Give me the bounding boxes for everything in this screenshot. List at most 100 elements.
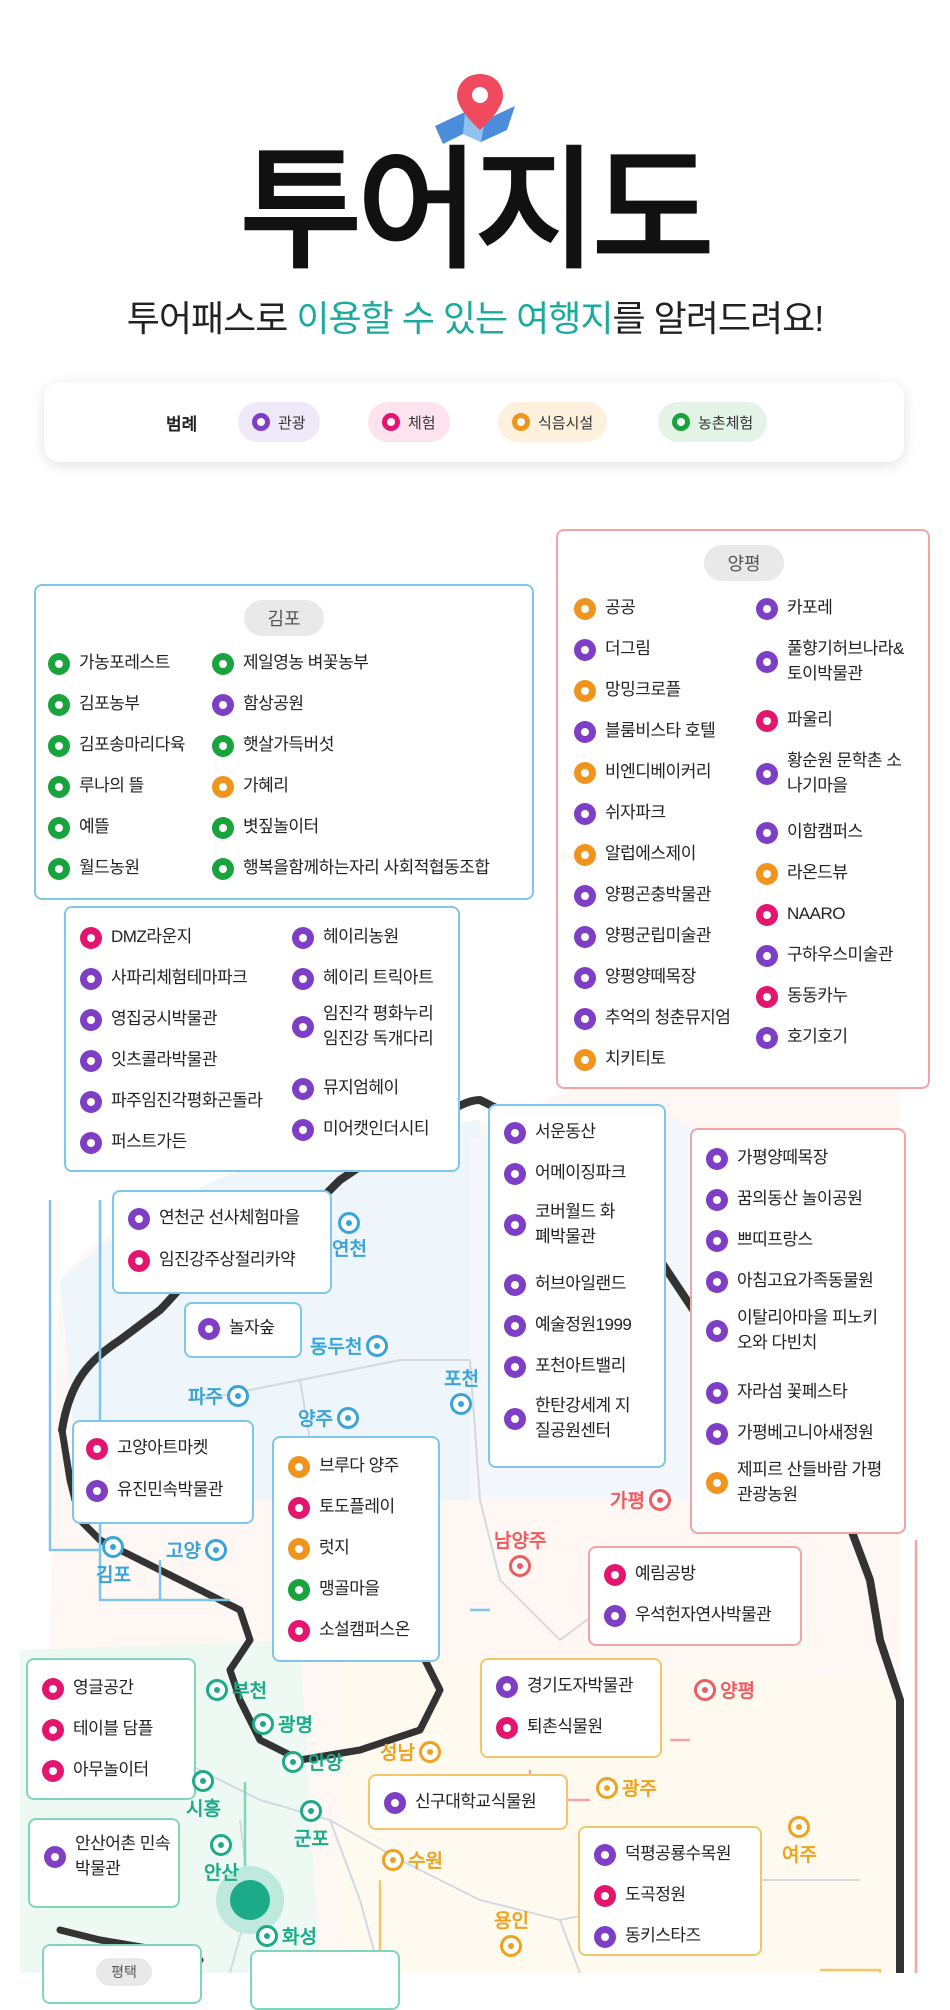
list-item[interactable]: 브루다 양주 xyxy=(288,1454,399,1479)
place-label-paju[interactable]: 파주 xyxy=(188,1382,249,1409)
place-label-yangju[interactable]: 양주 xyxy=(298,1404,359,1431)
list-item[interactable]: 햇살가득버섯 xyxy=(212,733,334,758)
list-item[interactable]: 신구대학교식물원 xyxy=(384,1790,537,1815)
list-item[interactable]: 예림공방 xyxy=(604,1562,696,1587)
list-item[interactable]: 양평군립미술관 xyxy=(574,924,711,949)
list-item[interactable]: 우석헌자연사박물관 xyxy=(604,1603,772,1628)
list-item[interactable]: 쉬자파크 xyxy=(574,801,666,826)
list-item[interactable]: 동키스타즈 xyxy=(594,1924,701,1949)
list-item[interactable]: 영집궁시박물관 xyxy=(80,1007,217,1032)
list-item[interactable]: 망밍크로플 xyxy=(574,678,681,703)
place-label-dongducheon[interactable]: 동두천 xyxy=(310,1332,389,1359)
list-item[interactable]: 사파리체험테마파크 xyxy=(80,966,248,991)
list-item[interactable]: 어메이징파크 xyxy=(504,1161,626,1186)
list-item[interactable]: 황순원 문학촌 소나기마을 xyxy=(756,749,912,798)
list-item[interactable]: 안산어촌 민속박물관 xyxy=(44,1832,172,1881)
list-item[interactable]: 놀자숲 xyxy=(198,1316,275,1341)
place-label-ansan[interactable]: 안산 xyxy=(204,1834,239,1885)
list-item[interactable]: 뮤지엄헤이 xyxy=(292,1076,399,1101)
list-item[interactable]: 서운동산 xyxy=(504,1120,596,1145)
list-item[interactable]: 임진각 평화누리 임진강 독개다리 xyxy=(292,1002,446,1051)
list-item[interactable]: 토도플레이 xyxy=(288,1495,395,1520)
list-item[interactable]: 아침고요가족동물원 xyxy=(706,1269,874,1294)
list-item[interactable]: 고양아트마켓 xyxy=(86,1436,208,1461)
list-item[interactable]: 양평곤충박물관 xyxy=(574,883,711,908)
list-item[interactable]: 가평베고니아새정원 xyxy=(706,1421,874,1446)
list-item[interactable]: 가평양떼목장 xyxy=(706,1146,828,1171)
place-label-yangpyeong[interactable]: 양평 xyxy=(694,1676,755,1703)
place-label-namyangju[interactable]: 남양주 xyxy=(494,1526,546,1577)
place-label-siheung[interactable]: 시흥 xyxy=(186,1770,221,1821)
list-item[interactable]: 볏짚놀이터 xyxy=(212,815,319,840)
list-item[interactable]: 영글공간 xyxy=(42,1676,134,1701)
list-item[interactable]: 잇츠콜라박물관 xyxy=(80,1048,217,1073)
list-item[interactable]: 공공 xyxy=(574,596,636,621)
list-item[interactable]: 쁘띠프랑스 xyxy=(706,1228,813,1253)
place-label-gimpo[interactable]: 김포 xyxy=(96,1536,131,1587)
list-item[interactable]: 코버월드 화폐박물관 xyxy=(504,1200,624,1249)
list-item[interactable]: 예뜰 xyxy=(48,815,110,840)
list-item[interactable]: 한탄강세계 지질공원센터 xyxy=(504,1394,644,1443)
list-item[interactable]: 카포레 xyxy=(756,596,833,621)
place-label-suwon[interactable]: 수원 xyxy=(382,1846,443,1873)
list-item[interactable]: 허브아일랜드 xyxy=(504,1272,626,1297)
list-item[interactable]: 예술정원1999 xyxy=(504,1313,632,1338)
list-item[interactable]: 가혜리 xyxy=(212,774,289,799)
list-item[interactable]: 라온드뷰 xyxy=(756,861,848,886)
list-item[interactable]: 함상공원 xyxy=(212,692,304,717)
place-label-yeoncheon[interactable]: 연천 xyxy=(332,1212,367,1261)
list-item[interactable]: 제피르 산들바람 가평관광농원 xyxy=(706,1458,886,1507)
place-label-pocheon[interactable]: 포천 xyxy=(444,1364,479,1415)
list-item[interactable]: 제일영농 벼꽃농부 xyxy=(212,651,369,676)
list-item[interactable]: 풀향기허브나라&토이박물관 xyxy=(756,637,916,686)
list-item[interactable]: 블룸비스타 호텔 xyxy=(574,719,716,744)
place-label-seongnam[interactable]: 성남 xyxy=(380,1738,441,1765)
list-item[interactable]: 미어캣인더시티 xyxy=(292,1117,429,1142)
list-item[interactable]: 파주임진각평화곤돌라 xyxy=(80,1089,263,1114)
list-item[interactable]: 가농포레스트 xyxy=(48,651,170,676)
list-item[interactable]: 루나의 뜰 xyxy=(48,774,144,799)
list-item[interactable]: 구하우스미술관 xyxy=(756,943,893,968)
place-label-gwangju[interactable]: 광주 xyxy=(596,1774,657,1801)
list-item[interactable]: 동동카누 xyxy=(756,984,848,1009)
list-item[interactable]: 맹골마을 xyxy=(288,1577,380,1602)
list-item[interactable]: 양평양떼목장 xyxy=(574,965,696,990)
list-item[interactable]: 비엔디베이커리 xyxy=(574,760,711,785)
list-item[interactable]: 더그림 xyxy=(574,637,651,662)
list-item[interactable]: 덕평공룡수목원 xyxy=(594,1842,731,1867)
list-item[interactable]: 이탈리아마을 피노키오와 다빈치 xyxy=(706,1306,886,1355)
place-label-gunpo[interactable]: 군포 xyxy=(294,1800,329,1851)
list-item[interactable]: 경기도자박물관 xyxy=(496,1674,633,1699)
list-item[interactable]: 월드농원 xyxy=(48,856,140,881)
place-label-yeoju[interactable]: 여주 xyxy=(782,1816,817,1867)
list-item[interactable]: 연천군 선사체험마을 xyxy=(128,1206,300,1231)
list-item[interactable]: 김포송마리다육 xyxy=(48,733,185,758)
list-item[interactable]: 호기호기 xyxy=(756,1025,848,1050)
list-item[interactable]: 퍼스트가든 xyxy=(80,1130,187,1155)
list-item[interactable]: 알럽에스제이 xyxy=(574,842,696,867)
place-label-anyang[interactable]: 안양 xyxy=(282,1748,343,1775)
list-item[interactable]: 아무놀이터 xyxy=(42,1758,149,1783)
place-label-bucheon[interactable]: 부천 xyxy=(206,1676,267,1703)
list-item[interactable]: 꿈의동산 놀이공원 xyxy=(706,1187,863,1212)
list-item[interactable]: 파울리 xyxy=(756,708,833,733)
list-item[interactable]: 헤이리농원 xyxy=(292,925,399,950)
list-item[interactable]: 테이블 담플 xyxy=(42,1717,153,1742)
list-item[interactable]: 헤이리 트릭아트 xyxy=(292,966,434,991)
list-item[interactable]: 도곡정원 xyxy=(594,1883,686,1908)
place-label-goyang[interactable]: 고양 xyxy=(166,1536,227,1563)
list-item[interactable]: 퇴촌식물원 xyxy=(496,1715,603,1740)
list-item[interactable]: DMZ라운지 xyxy=(80,925,192,950)
list-item[interactable]: 이함캠퍼스 xyxy=(756,820,863,845)
place-label-gwangmyeong[interactable]: 광명 xyxy=(252,1710,313,1737)
list-item[interactable]: NAARO xyxy=(756,902,845,927)
list-item[interactable]: 유진민속박물관 xyxy=(86,1478,223,1503)
place-label-yongin[interactable]: 용인 xyxy=(494,1906,529,1957)
list-item[interactable]: 행복을함께하는자리 사회적협동조합 xyxy=(212,856,490,881)
list-item[interactable]: 포천아트밸리 xyxy=(504,1354,626,1379)
list-item[interactable]: 자라섬 꽃페스타 xyxy=(706,1380,848,1405)
place-label-hwaseong[interactable]: 화성 xyxy=(256,1922,317,1949)
list-item[interactable]: 임진강주상절리카약 xyxy=(128,1248,296,1273)
list-item[interactable]: 김포농부 xyxy=(48,692,140,717)
list-item[interactable]: 치키티토 xyxy=(574,1047,666,1072)
